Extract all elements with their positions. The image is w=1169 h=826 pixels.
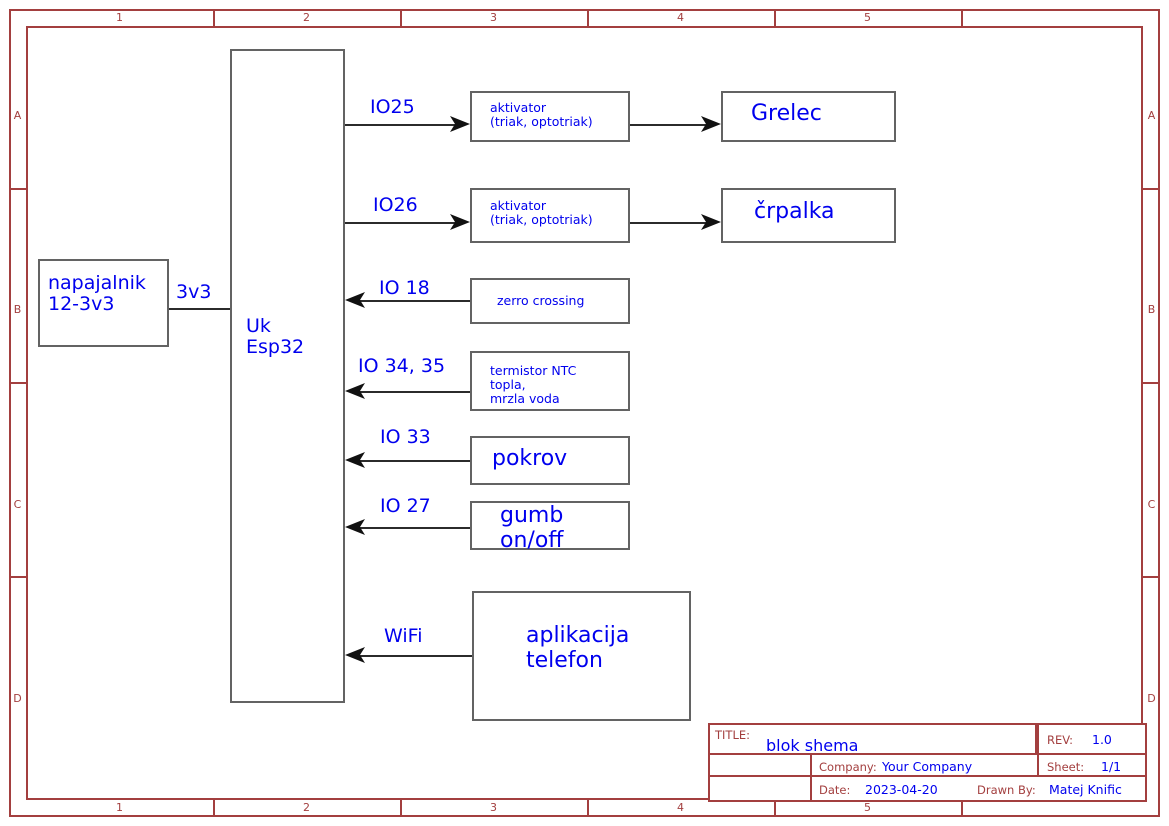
wire-label-3v3: 3v3 <box>176 281 212 303</box>
title-block-cell-title: TITLE: blok shema <box>708 723 1037 755</box>
wire-label-io26: IO26 <box>373 194 418 216</box>
title-block-cell-sheet: Sheet: 1/1 <box>1037 753 1147 777</box>
sheet-frame-inner <box>26 26 1143 800</box>
block-power-supply[interactable]: napajalnik 12-3v3 <box>38 259 169 347</box>
ruler-tick-right-c <box>1141 576 1160 578</box>
wire-label-io25: IO25 <box>370 96 415 118</box>
block-heater[interactable]: Grelec <box>721 91 896 142</box>
ruler-number-bottom-4: 4 <box>677 801 684 814</box>
title-block-rev-key: REV: <box>1047 733 1074 747</box>
wire-label-io3435: IO 34, 35 <box>358 355 446 377</box>
title-block-cell-blank-2 <box>708 775 812 802</box>
wire-io18 <box>356 300 470 302</box>
title-block-company-key: Company: <box>819 760 877 774</box>
title-block-sheet-value: 1/1 <box>1101 759 1122 774</box>
ruler-tick-bottom-5 <box>961 798 963 817</box>
title-block-cell-date: Date: 2023-04-20 Drawn By: Matej Knific <box>810 775 1147 802</box>
title-block-date-key: Date: <box>819 783 851 797</box>
title-block-sheet-key: Sheet: <box>1047 760 1085 774</box>
wire-label-io33: IO 33 <box>380 426 431 448</box>
block-button-onoff[interactable]: gumb on/off <box>470 501 630 553</box>
wire-io3435 <box>356 391 470 393</box>
block-phone-app-label: aplikacija telefon <box>526 623 630 673</box>
block-pump-label: črpalka <box>754 199 835 224</box>
ruler-tick-bottom-3 <box>587 798 589 817</box>
wire-actuator1-to-heater <box>630 124 710 126</box>
wire-io33 <box>356 460 470 462</box>
ruler-letter-left-b: B <box>13 303 22 316</box>
block-phone-app[interactable]: aplikacija telefon <box>472 591 691 721</box>
title-block-drawnby-key: Drawn By: <box>977 783 1036 797</box>
ruler-tick-bottom-2 <box>400 798 402 817</box>
wire-power-to-mcu <box>168 308 232 310</box>
ruler-number-bottom-2: 2 <box>303 801 310 814</box>
ruler-number-top-2: 2 <box>303 11 310 24</box>
block-power-supply-label: napajalnik 12-3v3 <box>48 272 146 316</box>
block-mcu-esp32-label: Uk Esp32 <box>246 315 305 359</box>
block-actuator-heater[interactable]: aktivator (triak, optotriak) <box>470 91 630 142</box>
title-block-date-value: 2023-04-20 <box>865 782 938 797</box>
ruler-letter-right-d: D <box>1147 692 1156 705</box>
ruler-tick-top-5 <box>961 9 963 28</box>
ruler-letter-left-a: A <box>13 109 22 122</box>
title-block-title-key: TITLE: <box>715 728 750 742</box>
sheet-frame-outer <box>9 9 1160 817</box>
block-actuator-pump[interactable]: aktivator (triak, optotriak) <box>470 188 630 243</box>
block-zero-crossing-label: zerro crossing <box>497 293 585 308</box>
ruler-tick-right-a <box>1141 188 1160 190</box>
ruler-letter-right-c: C <box>1147 498 1156 511</box>
wire-label-io18: IO 18 <box>379 277 430 299</box>
title-block-title-value: blok shema <box>766 736 859 755</box>
ruler-number-bottom-1: 1 <box>116 801 123 814</box>
ruler-number-top-1: 1 <box>116 11 123 24</box>
ruler-letter-left-c: C <box>13 498 22 511</box>
ruler-number-bottom-5: 5 <box>864 801 871 814</box>
wire-label-wifi: WiFi <box>384 625 423 647</box>
wire-io25 <box>344 124 459 126</box>
block-lid[interactable]: pokrov <box>470 436 630 485</box>
ruler-number-top-3: 3 <box>490 11 497 24</box>
ruler-tick-bottom-4 <box>774 798 776 817</box>
block-heater-label: Grelec <box>751 101 822 126</box>
ruler-letter-left-d: D <box>13 692 22 705</box>
block-thermistor[interactable]: termistor NTC topla, mrzla voda <box>470 351 630 411</box>
wire-wifi <box>356 655 472 657</box>
block-zero-crossing[interactable]: zerro crossing <box>470 278 630 324</box>
ruler-letter-right-a: A <box>1147 109 1156 122</box>
ruler-tick-top-3 <box>587 9 589 28</box>
block-thermistor-label: termistor NTC topla, mrzla voda <box>490 363 577 406</box>
ruler-tick-top-2 <box>400 9 402 28</box>
ruler-number-top-5: 5 <box>864 11 871 24</box>
block-mcu-esp32[interactable]: Uk Esp32 <box>230 49 345 703</box>
wire-io27 <box>356 527 470 529</box>
ruler-tick-left-a <box>9 188 28 190</box>
ruler-letter-right-b: B <box>1147 303 1156 316</box>
ruler-number-top-4: 4 <box>677 11 684 24</box>
block-actuator-heater-label: aktivator (triak, optotriak) <box>490 100 593 129</box>
ruler-tick-left-b <box>9 382 28 384</box>
wire-actuator2-to-pump <box>630 222 710 224</box>
title-block-drawnby-value: Matej Knific <box>1049 782 1122 797</box>
title-block-cell-blank <box>708 753 812 777</box>
ruler-tick-top-1 <box>213 9 215 28</box>
ruler-number-bottom-3: 3 <box>490 801 497 814</box>
ruler-tick-bottom-1 <box>213 798 215 817</box>
ruler-tick-right-b <box>1141 382 1160 384</box>
title-block-cell-rev: REV: 1.0 <box>1037 723 1147 755</box>
ruler-tick-left-c <box>9 576 28 578</box>
block-actuator-pump-label: aktivator (triak, optotriak) <box>490 198 593 227</box>
title-block-company-value: Your Company <box>882 759 973 774</box>
title-block-rev-value: 1.0 <box>1092 732 1112 747</box>
title-block: TITLE: blok shema REV: 1.0 Company: Your… <box>708 723 1147 802</box>
block-button-onoff-label: gumb on/off <box>500 503 564 553</box>
block-pump[interactable]: črpalka <box>721 188 896 243</box>
wire-io26 <box>344 222 459 224</box>
wire-label-io27: IO 27 <box>380 495 431 517</box>
ruler-tick-top-4 <box>774 9 776 28</box>
block-lid-label: pokrov <box>492 446 568 471</box>
title-block-cell-company: Company: Your Company <box>810 753 1039 777</box>
